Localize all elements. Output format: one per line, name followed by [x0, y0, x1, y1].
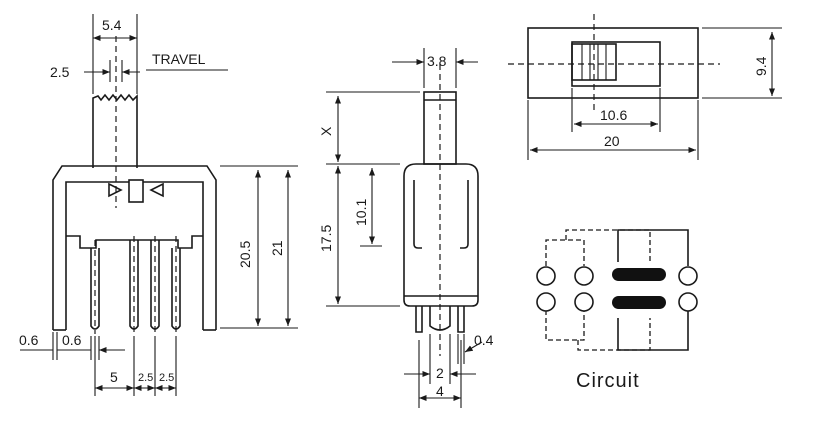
dim-height-21: 21 [269, 240, 285, 256]
contact-6-icon [678, 292, 698, 312]
dim-side-actuator-width: 3.8 [427, 53, 447, 69]
front-view: 5.4 2.5 TRAVEL 20.5 21 0.6 0.6 5 [19, 14, 298, 396]
dim-height-10-1: 10.1 [353, 199, 369, 226]
contact-2-icon [574, 266, 594, 286]
side-view: 3.8 X 17.5 10.1 0.4 2 4 [318, 48, 494, 408]
dim-pin-pitch-b: 2.5 [159, 372, 174, 384]
top-view: 9.4 10.6 20 [508, 14, 782, 160]
bridge-bottom-icon [612, 296, 666, 309]
dim-height-20-5: 20.5 [237, 241, 253, 268]
dim-body-length: 20 [604, 133, 620, 149]
circuit-diagram: Circuit [536, 229, 698, 392]
travel-label: TRAVEL [152, 51, 206, 67]
dim-pin-spacing-2: 2 [436, 365, 444, 381]
dim-pin-width-left: 0.6 [19, 332, 39, 348]
contact-3-icon [678, 266, 698, 286]
circuit-label: Circuit [576, 370, 640, 392]
dim-top-width: 5.4 [102, 17, 122, 33]
dim-pin-pitch-5: 5 [110, 369, 118, 385]
dim-slot-length: 10.6 [600, 107, 627, 123]
dim-pin-spacing-4: 4 [436, 383, 444, 399]
dim-actuator-width: 2.5 [50, 64, 70, 80]
contact-1-icon [536, 266, 556, 286]
dim-height-17-5: 17.5 [318, 225, 334, 252]
contact-4-icon [536, 292, 556, 312]
dim-pin-width-right: 0.6 [62, 332, 82, 348]
front-pins [90, 236, 181, 334]
dim-top-height: 9.4 [753, 56, 769, 76]
dim-pin-thickness: 0.4 [474, 332, 494, 348]
dim-pin-pitch-a: 2.5 [138, 372, 153, 384]
dim-travel-x: X [318, 126, 334, 136]
contact-5-icon [574, 292, 594, 312]
bridge-top-icon [612, 268, 666, 281]
